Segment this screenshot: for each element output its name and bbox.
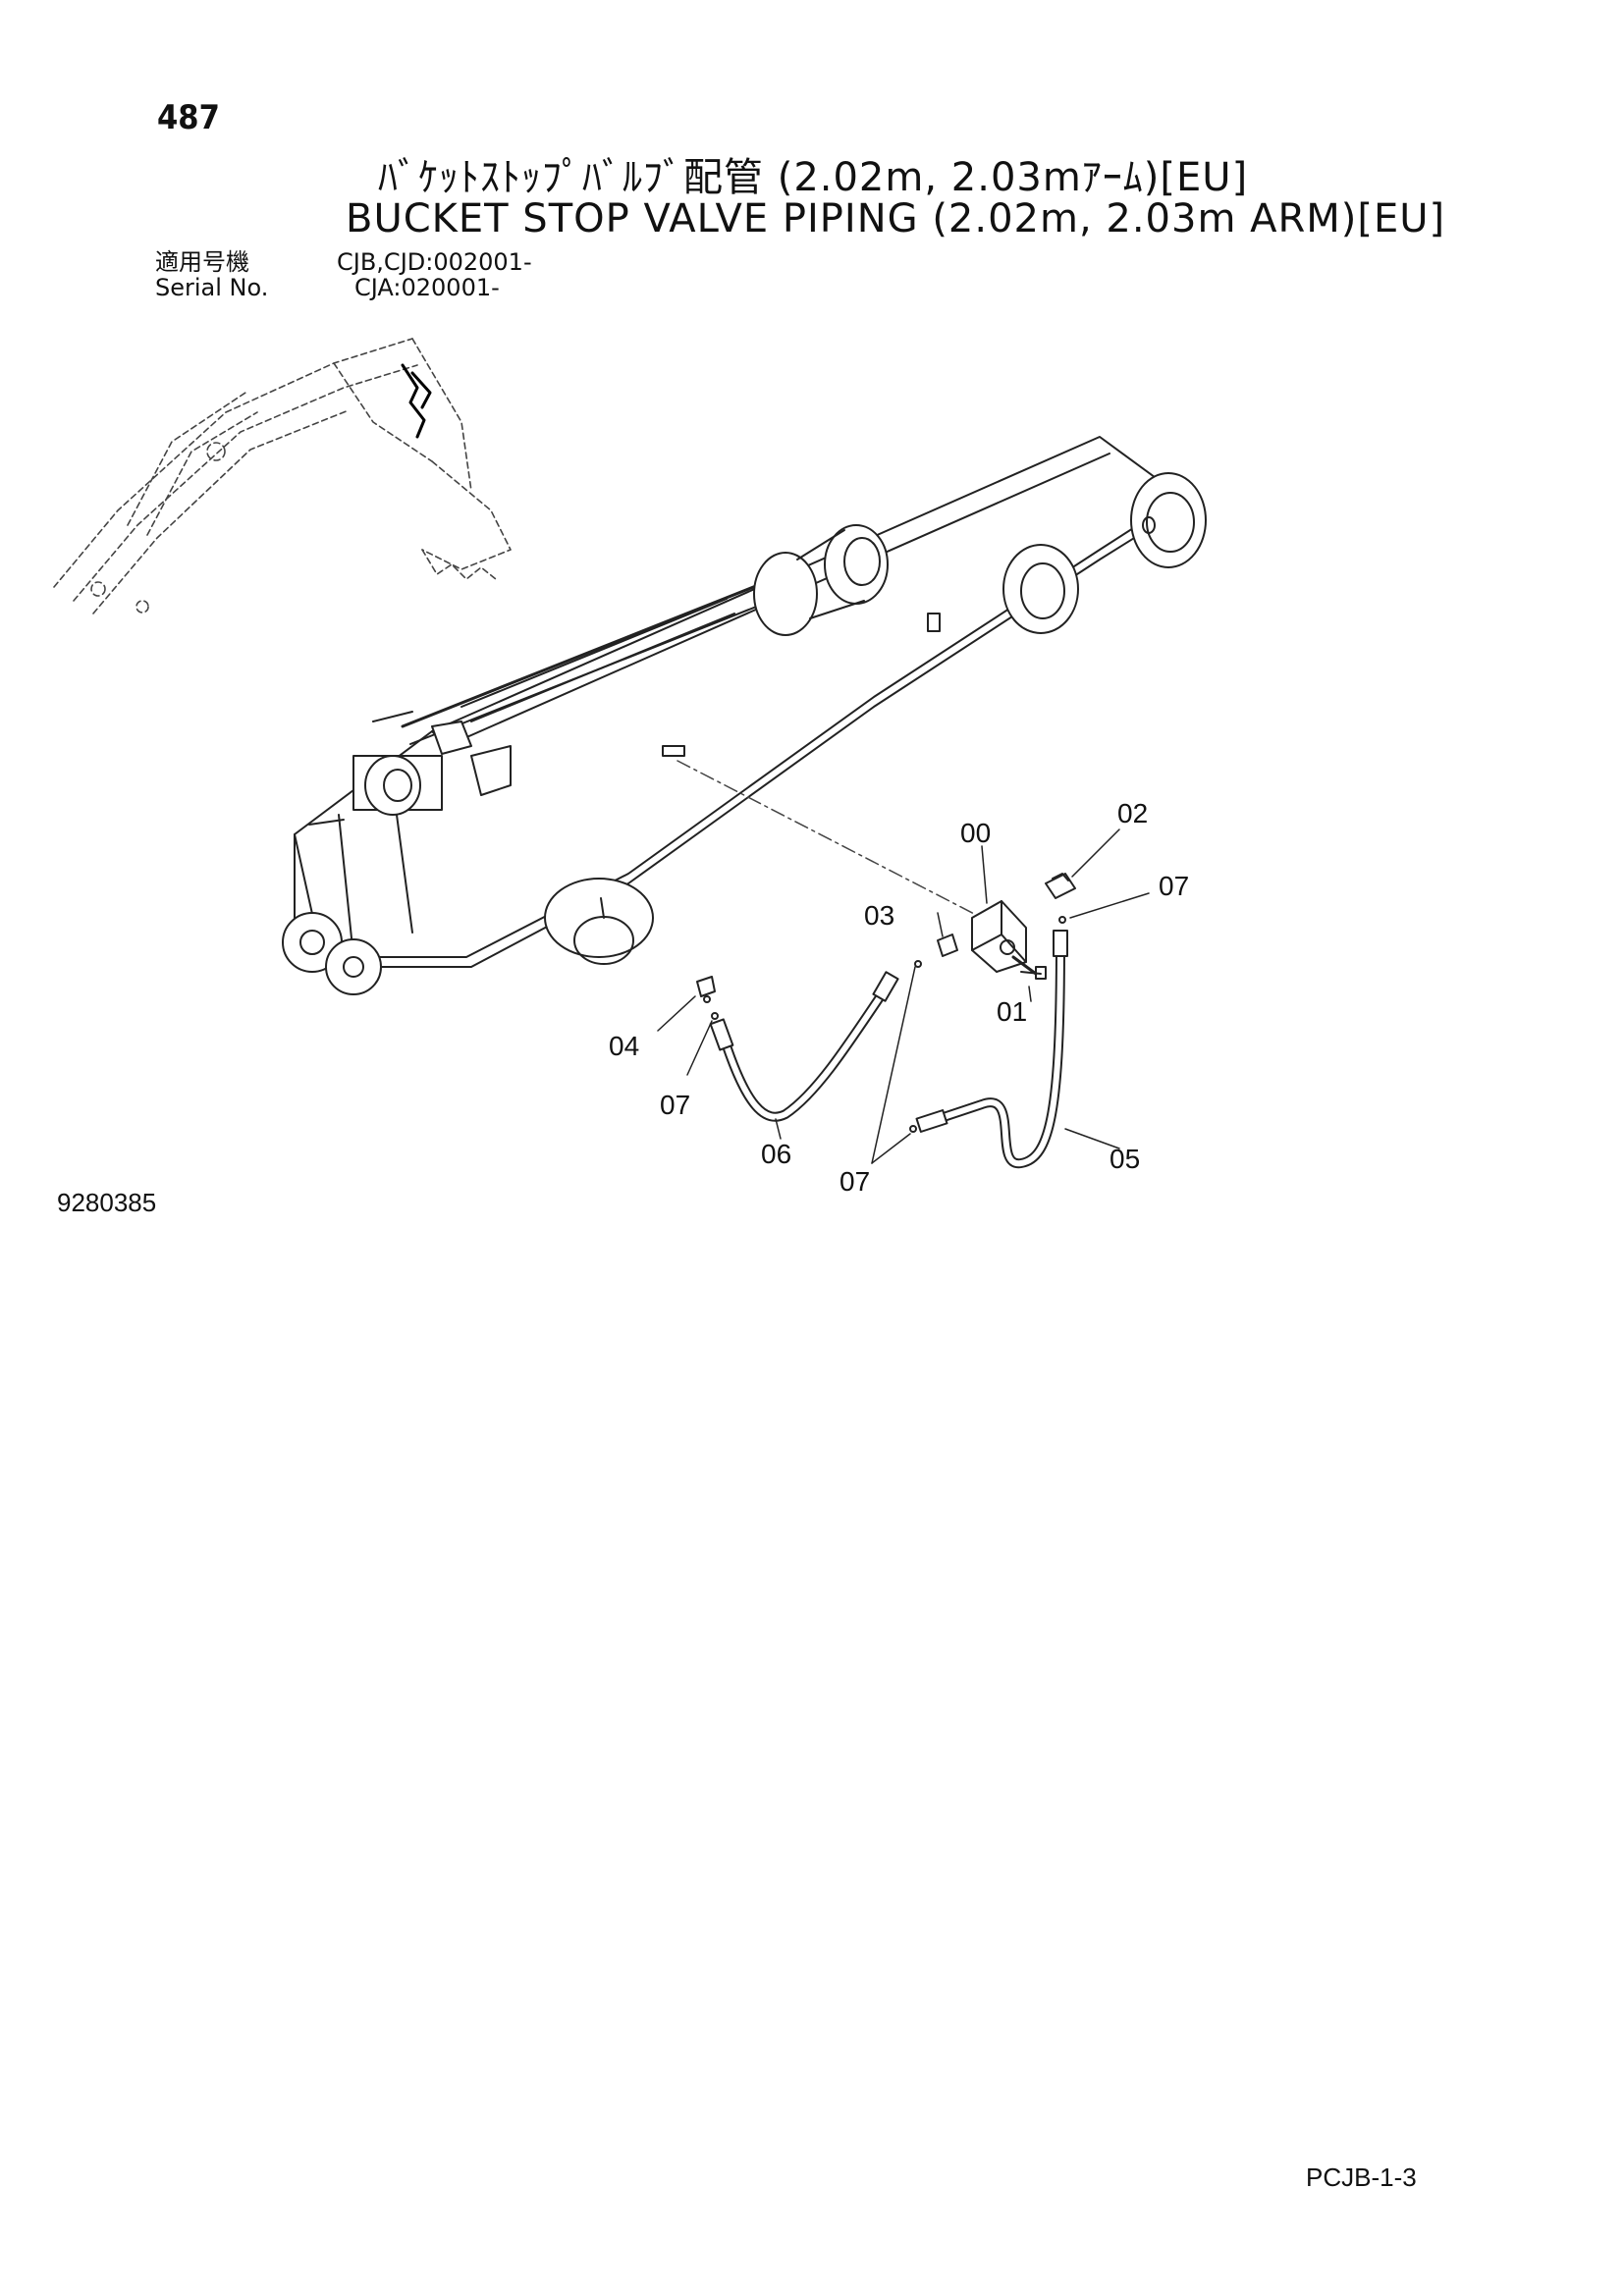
title-english: BUCKET STOP VALVE PIPING (2.02m, 2.03m A…	[346, 196, 1446, 241]
part-04-fitting	[696, 976, 716, 1003]
bucket-cylinder	[352, 524, 889, 816]
callout-leaders	[657, 828, 1150, 1164]
callout-07-right: 07	[1159, 871, 1189, 901]
callout-00: 00	[960, 818, 991, 848]
serial-applicability: 適用号機 CJB,CJD:002001- Serial No. CJA:0200…	[155, 249, 532, 300]
callout-07-bottom: 07	[839, 1166, 870, 1197]
part-03-adapter	[937, 934, 958, 957]
callout-04: 04	[609, 1031, 639, 1061]
callout-03: 03	[864, 900, 894, 931]
part-02-elbow	[1045, 873, 1076, 899]
arm-body	[282, 436, 1207, 995]
serial-label-jp: 適用号機	[155, 248, 249, 276]
callout-05: 05	[1110, 1144, 1140, 1174]
callout-07-left: 07	[660, 1090, 690, 1120]
callout-06: 06	[761, 1139, 791, 1169]
title-japanese: ﾊﾞｹｯﾄｽﾄｯﾌﾟﾊﾞﾙﾌﾞ配管 (2.02m, 2.03mｱｰﾑ)[EU]	[378, 155, 1249, 200]
serial-value-1: CJB,CJD:002001-	[337, 248, 532, 276]
overview-highlight	[401, 363, 432, 439]
serial-value-2: CJA:020001-	[354, 274, 500, 301]
serial-label-en: Serial No.	[155, 274, 269, 301]
part-01-pin	[1020, 966, 1047, 980]
page-number: 487	[157, 98, 220, 137]
hose-06	[709, 971, 899, 1122]
machine-overview-sketch	[53, 338, 512, 614]
hose-05	[915, 930, 1068, 1169]
leader-line-tab-to-valve	[677, 760, 983, 919]
o-rings	[711, 916, 1066, 1133]
callout-01: 01	[997, 996, 1027, 1027]
figure-number: 9280385	[57, 1188, 157, 1217]
page-reference: PCJB-1-3	[1306, 2163, 1417, 2192]
callout-02: 02	[1117, 798, 1148, 828]
stop-valve-block	[971, 900, 1038, 976]
